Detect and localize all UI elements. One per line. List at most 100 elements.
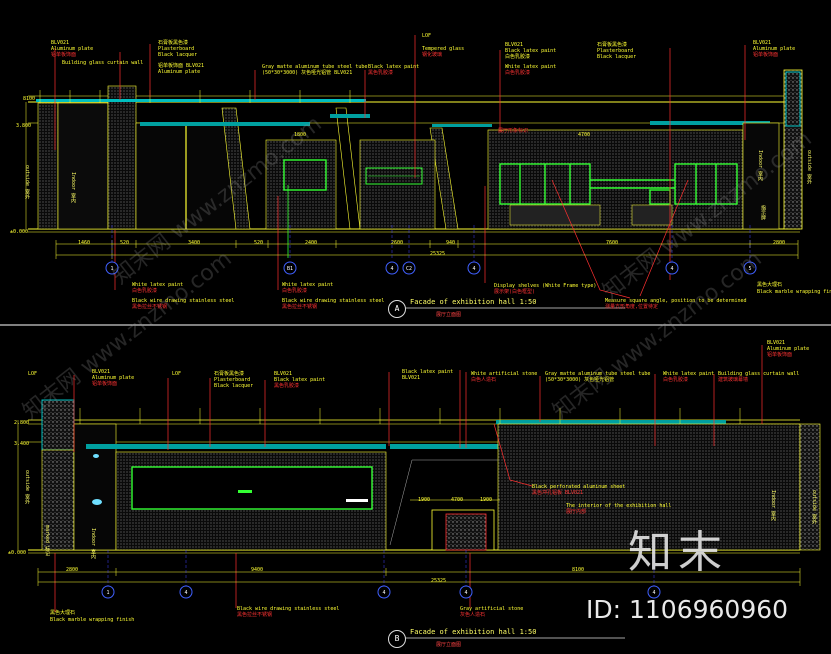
annotation-cn: 黑色拉丝不锈钢 [132, 304, 168, 310]
svg-text:1: 1 [110, 266, 113, 272]
annotation-en: Aluminum plate [158, 69, 201, 75]
annotation-en: White latex paint [663, 371, 715, 377]
annotation-en: White latex paint [132, 282, 184, 288]
svg-text:4: 4 [382, 590, 385, 596]
annotation-en: LOF [172, 371, 182, 377]
dimension-label: 4700 [578, 132, 591, 138]
grid-bubble: 1 [101, 585, 115, 599]
svg-text:4: 4 [652, 590, 655, 596]
annotation-cn: 白色乳胶漆 [663, 377, 689, 383]
dimension-label: 4700 [451, 497, 464, 503]
annotation-en: Aluminum plate [51, 46, 94, 52]
annotation-label: BLV021 [51, 40, 69, 46]
annotation-cn: 白色乳胶漆 [505, 70, 531, 76]
annotation-en: Black lacquer [158, 52, 198, 58]
annotation-en: Display shelves (White Frame type) [494, 283, 597, 289]
annotation-cn: 白色乳胶漆 [132, 288, 158, 294]
annotation-label: 铝单板饰面 BLV021 [158, 63, 204, 69]
leader-lines-b [54, 345, 763, 612]
annotation-en: 白色乳胶漆 [505, 54, 531, 60]
dimension-label: 2.800 [14, 420, 30, 426]
dimension-label: 2800 [66, 567, 79, 573]
watermark-id: ID: 1106960960 [586, 595, 789, 624]
annotation-label: Aluminum plate [158, 69, 200, 75]
dimension-label: 3400 [188, 240, 201, 246]
svg-text:1: 1 [106, 590, 109, 596]
annotation-label: Black latex paint [505, 48, 556, 54]
annotation-en: BLV021 [274, 371, 293, 377]
dimension-label: 8100 [23, 96, 36, 102]
grid-bubble: 1 [105, 261, 119, 275]
annotation-en: Black perforated aluminum sheet [532, 484, 626, 490]
annotation-en: Black marble wrapping finish [50, 617, 135, 623]
grid-bubble: 5 [743, 261, 757, 275]
grid-bubble: 4 [459, 585, 473, 599]
watermark-logo: 知末 [628, 527, 728, 578]
dimension-label: 2600 [391, 240, 404, 246]
annotation-en: Black latex paint [505, 48, 557, 54]
dimension-label: ±0.000 [8, 550, 27, 556]
annotation-label: Black marble wrapping finish [50, 617, 134, 623]
annotation-cn: 铝单板饰面 [767, 352, 793, 358]
annotation-en: White latex paint [282, 282, 334, 288]
dimension-label: 1800 [294, 132, 307, 138]
svg-text:4: 4 [464, 590, 467, 596]
annotation-label: BLV021 [402, 375, 420, 381]
wall-sign-text: 展厅形象标识 [498, 128, 529, 134]
svg-text:4: 4 [472, 266, 475, 272]
dimension-label: 3.800 [16, 123, 32, 129]
annotation-en: Plasterboard [214, 377, 251, 383]
annotation-en: 石膏板黑色漆 [597, 42, 628, 48]
annotation-en: Gray matte aluminum tube steel tube [545, 371, 651, 377]
zone-tag: outside 室外 [811, 490, 817, 525]
svg-text:4: 4 [184, 590, 187, 596]
annotation-en: White latex paint [505, 64, 557, 70]
annotation-cn: 黑色拉丝不锈钢 [237, 612, 273, 618]
annotation-cn: 展示架(白色框型) [494, 289, 536, 295]
annotation-cn: 黑色拉丝不锈钢 [282, 304, 318, 310]
grid-bubble: 4 [377, 585, 391, 599]
dimension-label: 1460 [78, 240, 91, 246]
svg-text:5: 5 [748, 266, 751, 272]
dimension-label: 2400 [305, 240, 318, 246]
annotation-en: Building glass curtain wall [718, 371, 800, 377]
dimension-label: 3.400 [14, 441, 30, 447]
annotation-cn: 黑色乳胶漆 [368, 70, 394, 76]
svg-text:知末网 www.znzmo.com: 知末网 www.znzmo.com [548, 247, 766, 425]
annotation-en: Aluminum plate [92, 375, 135, 381]
annotation-en: (50*30*3000) 灰色哑光铝管 BLV021 [262, 70, 353, 76]
annotation-label: Black lacquer [214, 383, 253, 389]
annotation-label: BLV021 [753, 40, 771, 46]
annotation-label: BLV021 [92, 369, 110, 375]
grid-bubbles-b: 1 4 4 4 4 [101, 585, 661, 599]
annotation-label: Measure square angle, position to be det… [605, 298, 746, 310]
annotation-cn: 白色人造石 [471, 377, 497, 383]
annotation-en: BLV021 [767, 340, 786, 346]
grid-bubble: 4 [179, 585, 193, 599]
annotation-en: Black wire drawing stainless steel [132, 298, 235, 304]
annotation-label: Gray matte aluminum tube steel tube [262, 64, 367, 70]
annotation-label: 白色乳胶漆 [505, 54, 530, 60]
annotation-label: Black latex paint [402, 369, 453, 375]
dimension-label: ±0.000 [10, 229, 29, 235]
annotation-label: 黑色大理石 [757, 282, 782, 288]
grid-bubble: 4 [647, 585, 661, 599]
annotation-label: LOF [422, 33, 431, 39]
zone-tag: outside 室外 [806, 150, 812, 185]
annotation-en: Black wire drawing stainless steel [282, 298, 385, 304]
dimension-label: 1900 [418, 497, 431, 503]
dimension-label: 25325 [430, 251, 446, 257]
annotation-cn: 黑色冲孔铝板 BLV021 [532, 490, 584, 496]
annotation-label: Plasterboard [158, 46, 194, 52]
dimension-label: 2800 [773, 240, 786, 246]
